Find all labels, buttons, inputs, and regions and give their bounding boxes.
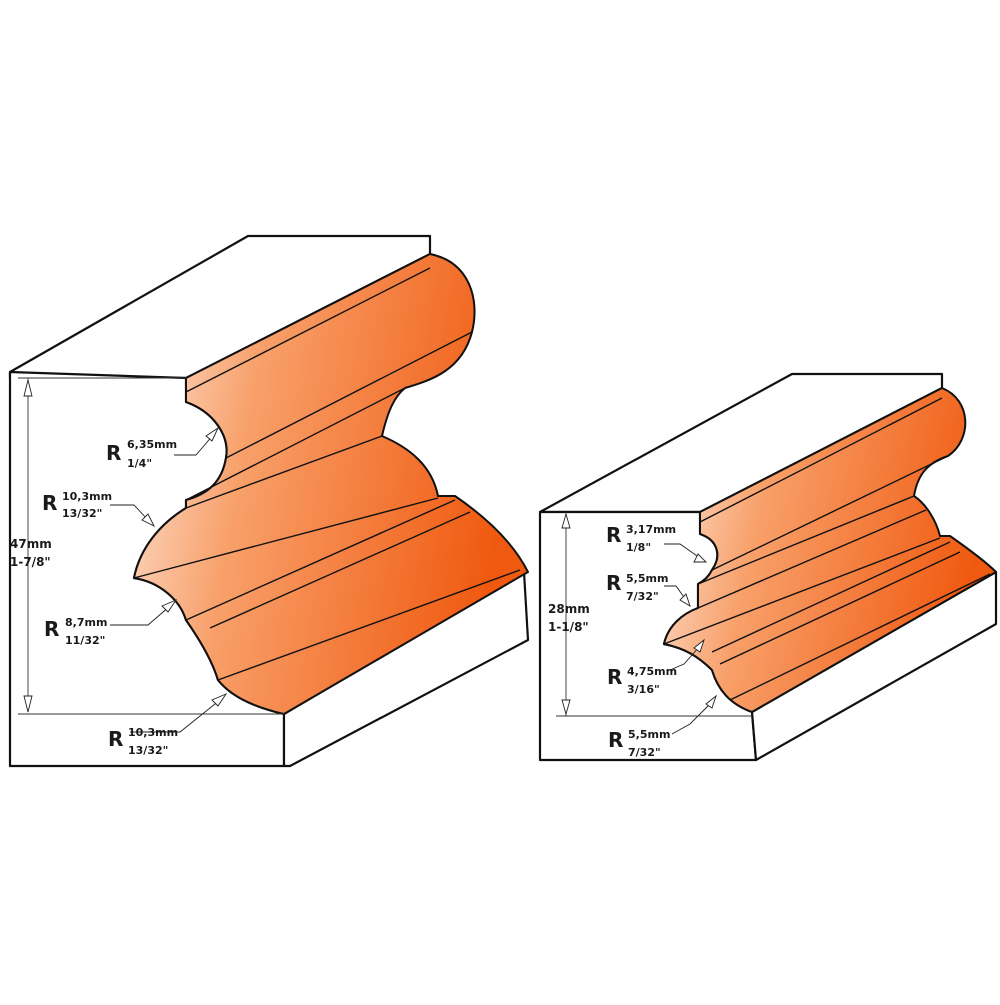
right-leader-arrow-3 [693, 638, 705, 653]
right-r3-mm: 4,75mm [627, 665, 677, 678]
left-moulding-block: 47mm 1-7/8" R 6,35mm 1/4" R 10,3mm 13/32… [8, 234, 530, 768]
right-edge-line-7 [719, 551, 961, 665]
left-edge-line-6 [185, 499, 456, 621]
left-edge-line-5 [133, 497, 439, 579]
left-leader-2 [110, 504, 149, 521]
left-leader-4 [130, 699, 221, 733]
left-leader-arrow-1 [205, 426, 220, 442]
right-r1-in: 1/8" [626, 541, 651, 554]
left-height-arrow-bottom [23, 695, 33, 713]
left-r4-mm: 10,3mm [128, 726, 178, 739]
left-r3-mm: 8,7mm [65, 616, 107, 629]
left-r1-mm: 6,35mm [127, 438, 177, 451]
right-r3-in: 3/16" [627, 683, 660, 696]
right-r1-mm: 3,17mm [626, 523, 676, 536]
right-edge-line-5 [663, 537, 941, 645]
left-edge-line-4 [185, 435, 383, 509]
left-edge-line-2 [225, 331, 473, 459]
left-r3-letter: R [44, 617, 59, 641]
left-edge-line-7 [209, 511, 471, 629]
left-r4-in: 13/32" [128, 744, 168, 757]
left-edge-line-8 [217, 569, 521, 681]
left-leader-1 [174, 433, 215, 456]
right-leader-arrow-1 [693, 553, 708, 563]
left-height-mm: 47mm [10, 537, 52, 551]
right-r4-in: 7/32" [628, 746, 661, 759]
right-edge-line-4 [697, 509, 927, 609]
right-r4-letter: R [608, 728, 623, 752]
left-r3-in: 11/32" [65, 634, 105, 647]
left-leader-arrow-2 [141, 513, 156, 528]
right-edge-line-8 [729, 573, 991, 701]
right-height-arrow-bottom [561, 699, 571, 716]
right-leader-1 [664, 543, 701, 559]
left-r2-letter: R [42, 491, 57, 515]
right-leader-2 [664, 585, 687, 601]
left-leader-arrow-4 [211, 692, 228, 707]
right-r4-mm: 5,5mm [628, 728, 670, 741]
right-edge-line-6 [711, 541, 951, 653]
right-r3-letter: R [607, 665, 622, 689]
left-r2-mm: 10,3mm [62, 490, 112, 503]
right-height-arrow-top [561, 512, 571, 529]
right-leader-3 [669, 645, 701, 671]
right-height-in: 1-1/8" [548, 620, 589, 634]
left-r1-in: 1/4" [127, 457, 152, 470]
right-r2-in: 7/32" [626, 590, 659, 603]
right-height-mm: 28mm [548, 602, 590, 616]
left-edge-line-1 [185, 267, 431, 393]
right-leader-arrow-2 [679, 593, 691, 608]
right-edge-line-2 [711, 455, 949, 571]
right-leader-4 [671, 701, 713, 735]
left-r1-letter: R [106, 441, 121, 465]
left-leader-arrow-3 [161, 598, 178, 613]
right-r2-letter: R [606, 571, 621, 595]
right-r2-mm: 5,5mm [626, 572, 668, 585]
left-r2-in: 13/32" [62, 507, 102, 520]
left-r4-letter: R [108, 727, 123, 751]
right-moulding-block: 28mm 1-1/8" R 3,17mm 1/8" R 5,5mm 7/32" … [538, 372, 998, 762]
left-leader-3 [110, 605, 171, 626]
left-height-arrow-top [23, 379, 33, 397]
right-leader-arrow-4 [705, 694, 717, 709]
right-r1-letter: R [606, 523, 621, 547]
left-edge-line-3 [185, 387, 406, 501]
right-edge-line-1 [699, 397, 943, 523]
right-edge-line-3 [697, 495, 915, 585]
left-height-in: 1-7/8" [10, 555, 51, 569]
